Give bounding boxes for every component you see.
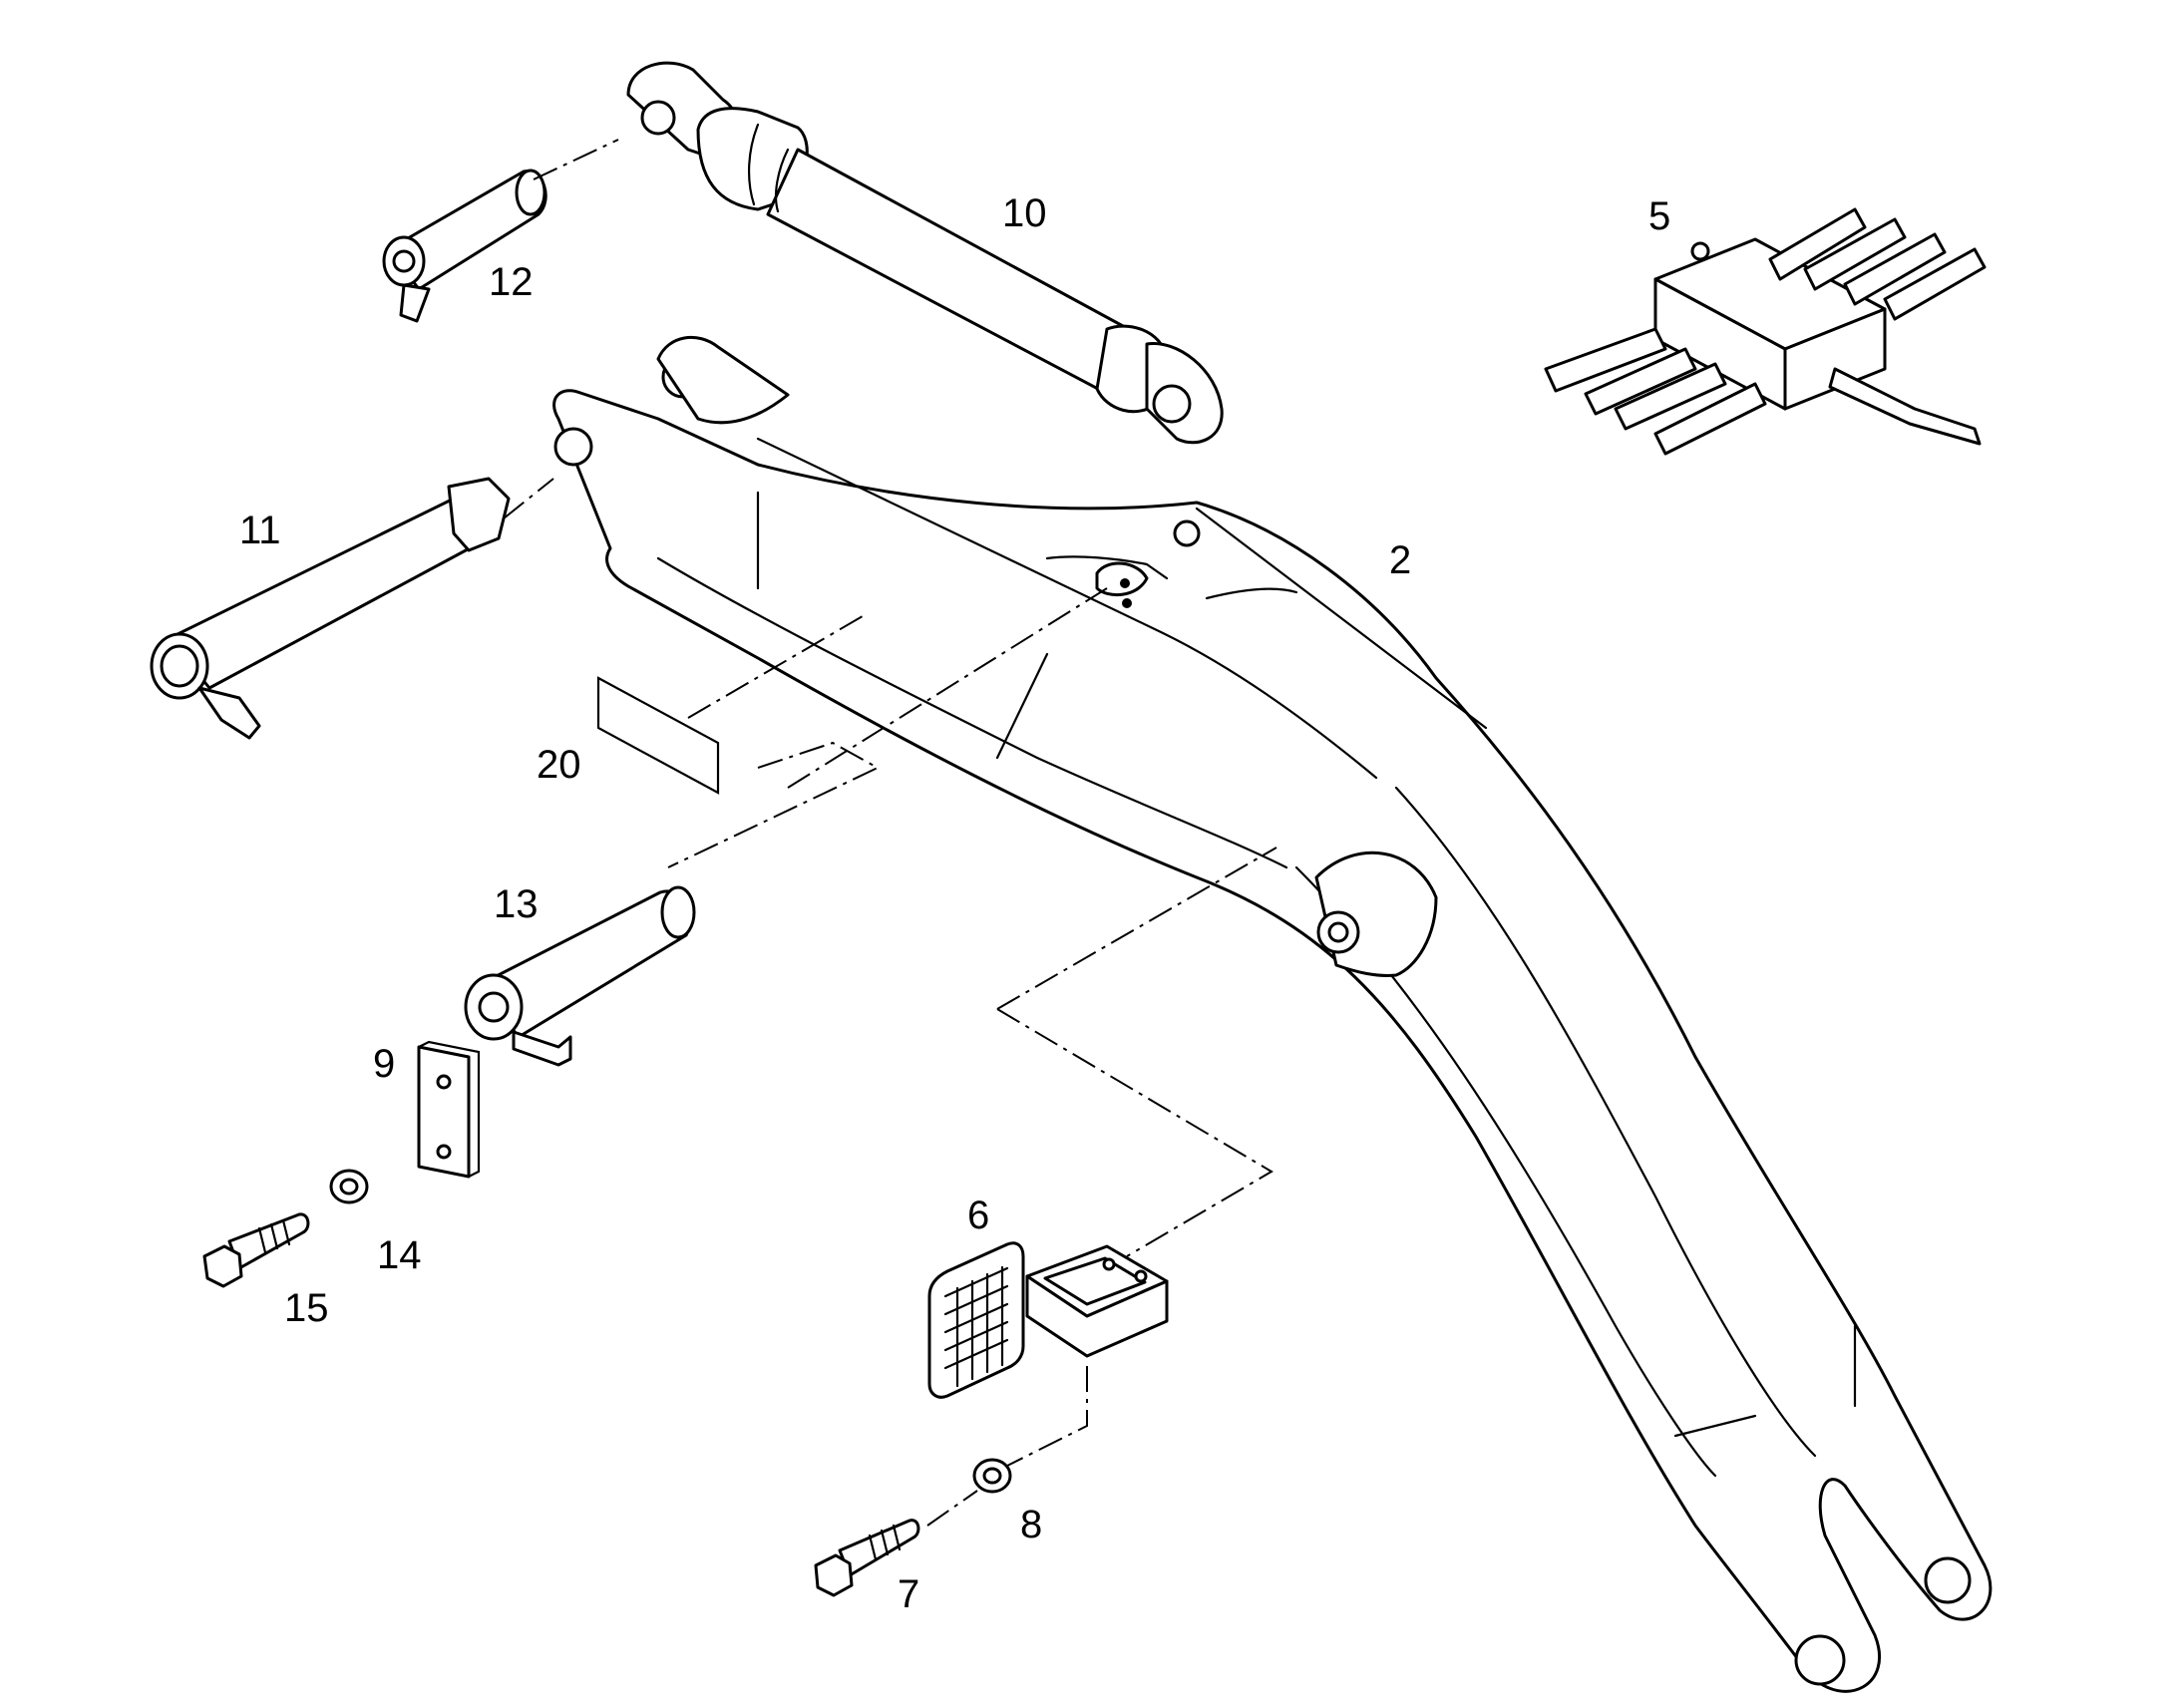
decal-label [596,676,720,795]
washer-8 [972,1458,1012,1494]
callout-13: 13 [494,882,539,926]
callouts: 2 5 6 7 8 9 10 11 12 13 14 15 20 [239,191,1670,1616]
leader-lines [503,139,1277,1527]
bolt-15 [202,1212,310,1288]
callout-9: 9 [373,1042,395,1086]
valve-block [1544,207,1987,456]
callout-6: 6 [967,1194,989,1237]
callout-15: 15 [284,1286,329,1330]
callout-10: 10 [1002,191,1047,235]
callout-7: 7 [898,1572,919,1616]
callout-12: 12 [489,260,534,304]
bolt-7 [814,1519,920,1597]
flanged-pin [464,885,696,1067]
step-grille [927,1241,1025,1399]
callout-5: 5 [1648,194,1670,238]
lock-plate [417,1040,481,1179]
hydraulic-cylinder [626,61,1224,445]
callout-11: 11 [239,509,281,552]
callout-14: 14 [377,1233,422,1277]
small-pin [382,169,547,323]
callout-20: 20 [537,743,581,787]
boom-arm [552,335,1993,1693]
callout-8: 8 [1020,1503,1042,1546]
washer-14 [329,1169,369,1204]
long-pin [150,477,511,740]
step-bracket [1025,1244,1169,1358]
callout-2: 2 [1389,538,1411,582]
